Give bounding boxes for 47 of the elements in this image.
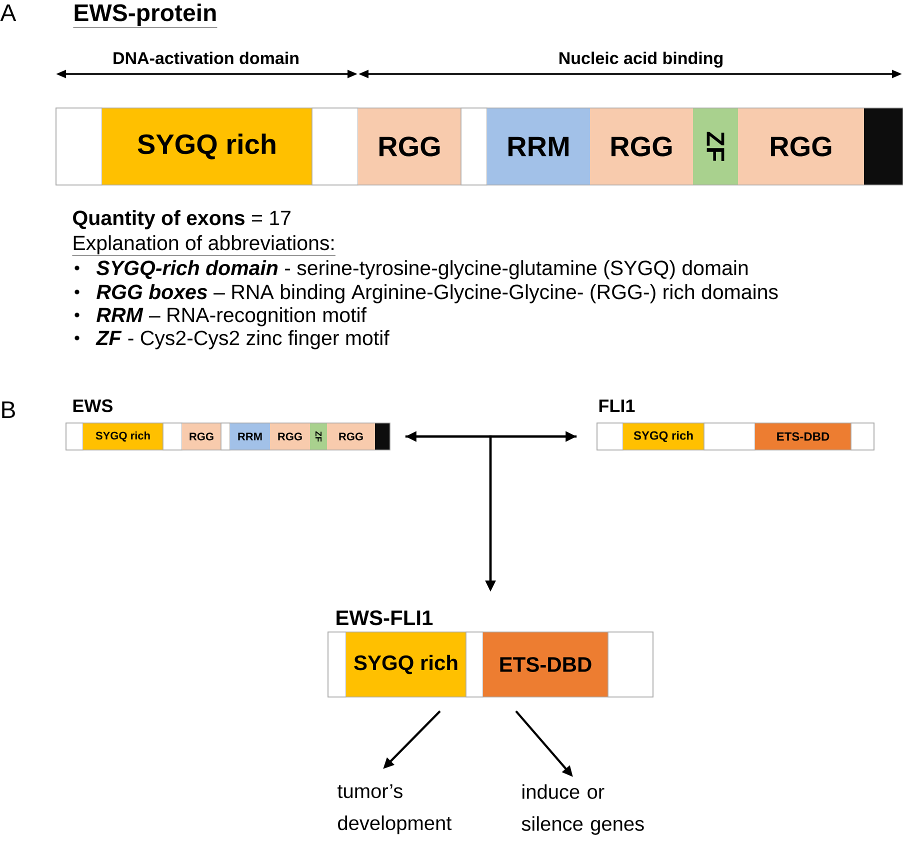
domain-segment: ZF (310, 423, 327, 450)
domain-segment: RRM (230, 423, 270, 450)
panel-letter: A (0, 4, 16, 21)
note-text: Quantity of exons = 17 (73, 210, 290, 230)
blank-segment (328, 632, 346, 698)
blank-segment (704, 422, 756, 450)
list-heading: Explanation of abbreviations: (72, 235, 336, 256)
title: EWS-protein (73, 4, 218, 28)
domain-segment: ETS-DBD (755, 423, 851, 450)
blank-segment (460, 108, 488, 186)
domain-segment: RGG (270, 423, 310, 450)
domain-segment: ZF (693, 108, 738, 185)
panel-letter: B (2, 402, 15, 418)
list-item: RGG boxes – RNA binding Arginine-Glycine-Glycine- (RGG-) rich domains (96, 284, 778, 304)
protein-bar (56, 108, 903, 186)
end-segment (375, 423, 390, 450)
domain-segment: RGG (182, 423, 221, 450)
list-item: SYGQ-rich domain - serine-tyrosine-glycine-glutamine (SYGQ) domain (96, 260, 748, 280)
blank-segment (56, 108, 102, 186)
domain-label: DNA-activation domain (114, 52, 298, 64)
domain-segment: RGG (738, 108, 864, 185)
blank-segment (312, 108, 358, 186)
blank-segment (220, 422, 230, 450)
blank-segment (466, 632, 484, 698)
blank-segment (608, 632, 654, 698)
domain-segment: RGG (327, 423, 375, 450)
domain-segment: SYGQ rich (102, 108, 312, 185)
blank-segment (596, 422, 624, 450)
blank-segment (66, 422, 84, 450)
list-item: RRM – RNA-recognition motif (96, 307, 367, 326)
list-item: ZF - Cys2-Cys2 zinc finger motif (96, 330, 390, 350)
domain-segment: RRM (487, 108, 590, 185)
blank-segment (850, 422, 874, 450)
domain-label: Nucleic acid binding (560, 52, 723, 68)
domain-segment: SYGQ rich (346, 632, 466, 697)
domain-segment: RGG (358, 108, 461, 185)
end-segment (864, 108, 903, 185)
bar-heading: FLI1 (599, 400, 635, 412)
domain-segment: ETS-DBD (483, 632, 608, 697)
domain-segment: RGG (590, 108, 693, 185)
bar-heading: EWS (73, 399, 112, 412)
bar-heading: EWS-FLI1 (336, 610, 433, 626)
outcome-text: tumor’s development (338, 784, 452, 834)
domain-segment: SYGQ rich (623, 423, 704, 450)
outcome-text: induce or silence genes (522, 784, 644, 835)
blank-segment (162, 422, 182, 450)
domain-segment: SYGQ rich (83, 423, 163, 450)
